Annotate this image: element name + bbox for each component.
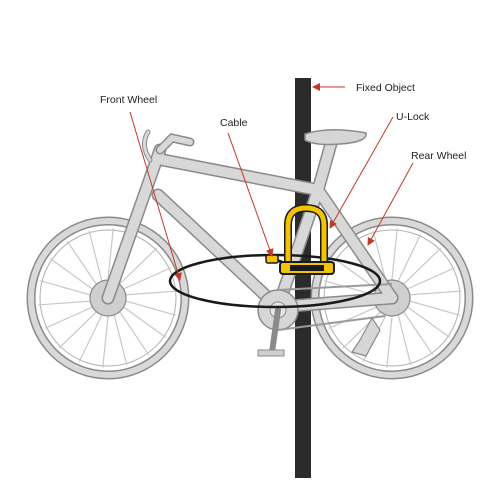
u-lock	[265, 203, 335, 275]
crank-set	[257, 289, 299, 357]
label-rear-wheel: Rear Wheel	[411, 150, 466, 162]
arrow-u-lock	[329, 116, 394, 229]
label-front-wheel: Front Wheel	[100, 94, 157, 106]
saddle	[304, 129, 367, 146]
chain	[277, 283, 393, 331]
fixed-object-pole	[295, 78, 311, 478]
arrow-cable	[227, 132, 274, 257]
label-cable: Cable	[220, 117, 248, 129]
cable-end-icon	[265, 254, 279, 264]
label-u-lock: U-Lock	[396, 111, 430, 123]
label-fixed-object: Fixed Object	[356, 82, 415, 94]
rear-derailleur	[351, 316, 381, 357]
bike-frame	[101, 133, 399, 314]
arrow-front-wheel	[129, 111, 182, 281]
callout-arrows	[129, 83, 414, 281]
arrow-rear-wheel	[367, 162, 414, 246]
handlebar	[142, 129, 195, 163]
